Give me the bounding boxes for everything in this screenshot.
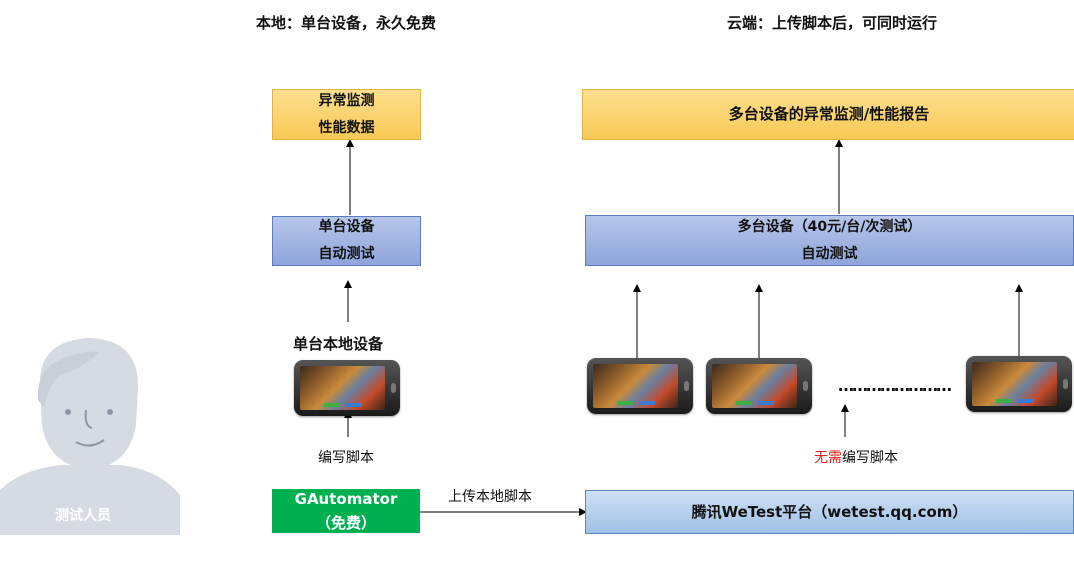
local-report-line1: 异常监测 xyxy=(318,92,375,109)
cloud-phone-1 xyxy=(587,358,693,414)
cloud-phone-2 xyxy=(706,358,812,414)
cloud-phone-3 xyxy=(966,356,1072,412)
wetest-platform-box: 腾讯WeTest平台（wetest.qq.com） xyxy=(585,490,1074,534)
cloud-device-line2: 自动测试 xyxy=(801,245,858,262)
cloud-report-text: 多台设备的异常监测/性能报告 xyxy=(728,105,930,123)
local-device-line2: 自动测试 xyxy=(318,246,375,262)
tester-label: 测试人员 xyxy=(55,508,111,524)
cloud-header: 云端：上传脚本后，可同时运行 xyxy=(727,14,938,32)
local-write-label: 编写脚本 xyxy=(318,450,374,466)
tester-avatar-icon xyxy=(0,338,180,535)
cloud-report-box: 多台设备的异常监测/性能报告 xyxy=(582,89,1074,140)
cloud-device-line1: 多台设备（40元/台/次测试） xyxy=(737,218,922,235)
gautomator-line1: GAutomator xyxy=(294,490,398,508)
local-report-box: 异常监测 性能数据 xyxy=(272,89,421,140)
no-need-text: 无需 xyxy=(814,450,842,466)
gautomator-box: GAutomator （免费） xyxy=(272,489,420,533)
local-device-box: 单台设备 自动测试 xyxy=(272,216,421,266)
gautomator-line2: （免费） xyxy=(315,514,376,532)
cloud-write-text: 编写脚本 xyxy=(842,450,898,466)
local-header: 本地：单台设备，永久免费 xyxy=(256,14,437,32)
wetest-platform-text: 腾讯WeTest平台（wetest.qq.com） xyxy=(691,502,968,521)
local-phone-image xyxy=(294,360,400,416)
upload-label: 上传本地脚本 xyxy=(448,489,532,505)
local-device-line1: 单台设备 xyxy=(318,219,375,235)
local-report-line2: 性能数据 xyxy=(318,119,375,136)
local-phone-label: 单台本地设备 xyxy=(293,335,384,353)
ellipsis-dots: …………………… xyxy=(838,376,952,395)
cloud-device-box: 多台设备（40元/台/次测试） 自动测试 xyxy=(585,215,1074,266)
cloud-write-label: 无需编写脚本 xyxy=(814,447,898,467)
